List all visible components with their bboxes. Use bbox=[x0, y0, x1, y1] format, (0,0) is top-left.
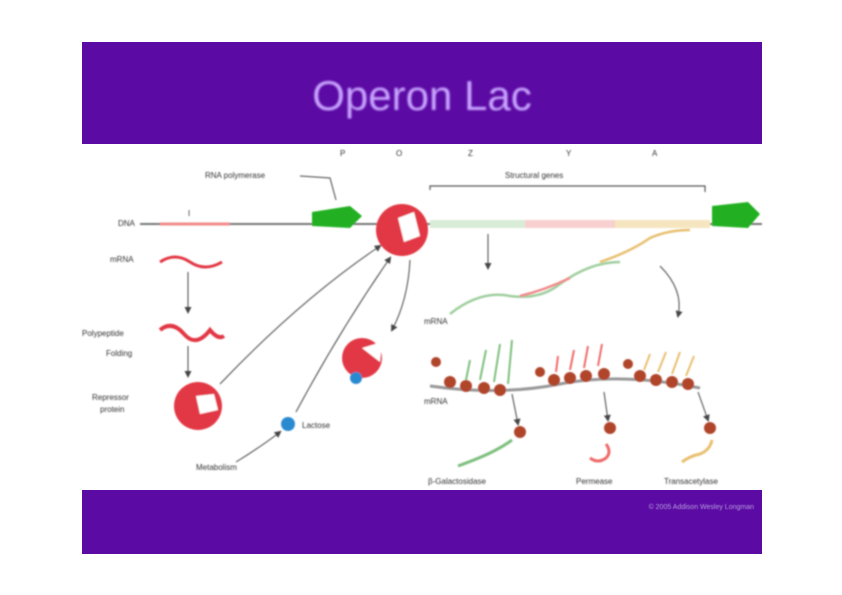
repressor-protein bbox=[174, 382, 222, 430]
gene-marker-p: P bbox=[340, 149, 345, 158]
permease-protein bbox=[589, 443, 611, 463]
rna-polymerase-label: RNA polymerase bbox=[205, 171, 266, 180]
nascent-y-chains bbox=[555, 343, 603, 373]
metabolism-label: Metabolism bbox=[196, 463, 237, 472]
mrna-ribosomes-label: mRNA bbox=[424, 397, 448, 406]
dna-label: DNA bbox=[118, 219, 136, 228]
page-title: Operon Lac bbox=[312, 72, 532, 119]
nascent-z-chains bbox=[465, 339, 513, 385]
inactive-repressor bbox=[342, 338, 382, 384]
gene-marker-y: Y bbox=[566, 149, 572, 158]
footer-band: © 2005 Addison Wesley Longman bbox=[82, 490, 762, 554]
beta-galactosidase-label: β-Galactosidase bbox=[428, 477, 487, 486]
polypeptide-label: Polypeptide bbox=[82, 329, 124, 338]
mrna-right-label: mRNA bbox=[424, 317, 448, 326]
rna-polymerase-right bbox=[712, 202, 760, 228]
permease-label: Permease bbox=[576, 477, 613, 486]
gene-marker-o: O bbox=[396, 149, 402, 158]
repressor-protein-label-2: protein bbox=[100, 405, 124, 414]
folding-label: Folding bbox=[106, 349, 132, 358]
nascent-a-chains bbox=[643, 351, 695, 377]
gene-markers: P O Z Y A bbox=[340, 149, 658, 158]
structural-genes-label: Structural genes bbox=[505, 171, 563, 180]
title-band: Operon Lac bbox=[82, 42, 762, 144]
ribosomes bbox=[431, 357, 694, 396]
mrna-left-label: mRNA bbox=[110, 255, 134, 264]
gene-marker-z: Z bbox=[468, 149, 473, 158]
repressor-on-operator bbox=[376, 204, 428, 256]
gene-i-label: I bbox=[188, 209, 190, 218]
copyright-text: © 2005 Addison Wesley Longman bbox=[648, 504, 754, 511]
lactose-molecule bbox=[281, 417, 295, 431]
lactose-label: Lactose bbox=[302, 421, 331, 430]
gene-marker-a: A bbox=[652, 149, 658, 158]
beta-galactosidase-protein bbox=[457, 438, 513, 468]
repressor-protein-label-1: Repressor bbox=[92, 393, 129, 402]
transacetylase-label: Transacetylase bbox=[664, 477, 719, 486]
rna-polymerase-left bbox=[312, 206, 362, 228]
transacetylase-protein bbox=[681, 439, 714, 464]
